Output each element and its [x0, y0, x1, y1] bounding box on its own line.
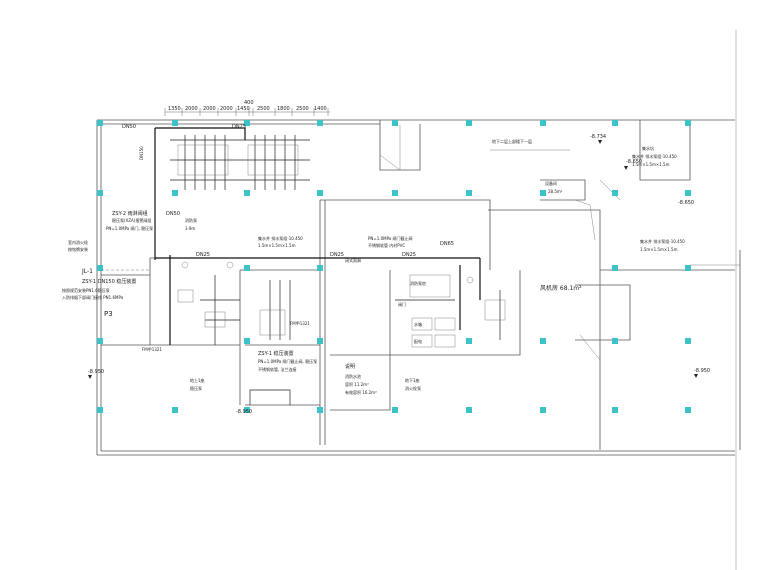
spec-text: 不锈钢软管 内衬PVC: [368, 242, 405, 248]
structural-columns: [97, 120, 691, 413]
pipe-label: DN50: [166, 211, 180, 217]
pipe-label: DN25: [232, 124, 246, 130]
pipe-label: DN25: [330, 252, 344, 258]
equipment-label: 稳压泵(XZA)报警阀组: [112, 217, 151, 223]
elevation-label: -8.950: [236, 409, 252, 415]
dim-label: 1800: [277, 106, 290, 112]
note-text: 入防排烟下部阀门接线 PN1.6MPa: [62, 294, 124, 300]
room-label: 阀门: [398, 301, 406, 307]
pool-label: 1.5m×1.5m×1.5m: [258, 243, 296, 248]
main-pipe-run: DN25 DN25 DN25 DN65: [101, 241, 501, 405]
note-text: 闭式雨淋: [345, 257, 361, 263]
note-text: 消防泵: [185, 217, 197, 223]
dim-label: 400: [244, 100, 254, 106]
room-label: 消防泵房: [410, 280, 426, 286]
note-text: 室内消火栓: [68, 239, 88, 245]
elevation-label: -8.734: [590, 134, 606, 140]
elevation-label: -8.650: [678, 200, 694, 206]
dim-label: 1400: [314, 106, 327, 112]
room-label: 28.5m²: [548, 189, 563, 194]
elevation-label: -8.650: [626, 159, 642, 165]
top-dimension-chain: 1350 2000 2000 2000 1450 400 2500 1800 2…: [164, 100, 330, 116]
room-label: 集水坑: [642, 145, 654, 151]
notes-text: 容积 11.2m³: [345, 381, 369, 387]
note-text: 3.9m: [185, 226, 195, 231]
elevation-markers: [88, 140, 698, 379]
room-label: 配电: [414, 338, 422, 344]
dim-label: 1350: [168, 106, 181, 112]
sprinkler-manifold: DN50 DN25 DN150: [122, 124, 310, 260]
spec-text: ZSY-1 稳压装置: [258, 350, 294, 357]
pool-label: 集水井 排水泵组-10.450: [632, 153, 677, 159]
equipment-label: ZSY-1 DN150 稳压装置: [82, 278, 136, 285]
elevation-label: -8.950: [88, 369, 104, 375]
note-text: 稳压泵: [190, 385, 202, 391]
dim-label: 2000: [220, 106, 233, 112]
note-text: 按照规范安装PN1.6稳压泵: [62, 287, 110, 293]
pipe-label: DN25: [196, 252, 210, 258]
door-label: FM甲1321: [290, 321, 310, 326]
door-label: FM甲1321: [142, 347, 162, 352]
spec-text: PN=1.0MPa 闸门截止阀, 稳压泵: [258, 358, 317, 364]
pool-label: 1.5m×1.5m×1.5m: [640, 247, 678, 252]
dim-label: 2500: [257, 106, 270, 112]
pipe-label: DN65: [440, 241, 454, 247]
dim-label: 2500: [296, 106, 309, 112]
pipe-label: DN150: [139, 146, 144, 160]
spec-text: PN=1.0MPa 闸门截止阀: [368, 235, 413, 241]
elevation-label: -8.950: [694, 368, 710, 374]
floor-note: 地下二层上部楼下一层: [492, 138, 532, 144]
pool-label: 集水井 排水泵组-10.450: [640, 238, 685, 244]
equipment-label: ZSY-2 雨淋阀组: [112, 210, 148, 217]
pipe-label: DN50: [122, 124, 136, 130]
room-label: 水箱: [414, 321, 422, 327]
dim-label: 2000: [203, 106, 216, 112]
room-label: 设备间: [545, 180, 557, 186]
spec-text: 不锈钢软管, 法兰连接: [258, 366, 297, 372]
dim-label: 1450: [237, 106, 250, 112]
pool-label: 集水井 排水泵组-10.450: [258, 235, 303, 241]
pipe-label: DN25: [402, 252, 416, 258]
note-text: 地上1座: [190, 377, 205, 383]
note-text: 消火栓泵: [405, 385, 421, 391]
note-text: 按铭牌安装: [68, 246, 88, 252]
riser-label: JL-1: [81, 268, 93, 275]
notes-title: 说明: [345, 363, 355, 370]
equipment-label: PN=1.0MPa 闸门, 稳压泵: [106, 225, 153, 231]
annotations: ZSY-2 雨淋阀组 稳压泵(XZA)报警阀组 PN=1.0MPa 闸门, 稳压…: [62, 134, 710, 415]
pump-label: P3: [104, 310, 113, 318]
pump-room-equipment: [177, 261, 506, 348]
building-outline: [96, 119, 741, 456]
room-label: 风机房 68.1m²: [540, 284, 582, 292]
dim-label: 2000: [185, 106, 198, 112]
note-text: 地下1座: [405, 377, 420, 383]
notes-text: 消防水池: [345, 373, 361, 379]
notes-text: 有效容积 16.2m³: [345, 389, 377, 395]
pool-label: 1.5m×1.5m×1.5m: [632, 162, 670, 167]
